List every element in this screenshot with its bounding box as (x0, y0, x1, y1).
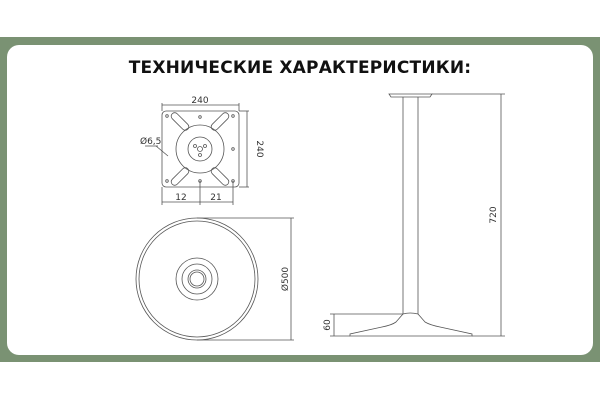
column-height-label: 720 (489, 206, 499, 223)
hole-diameter-label: Ø6,5 (140, 136, 161, 147)
mounting-plate-view (145, 103, 249, 205)
page-title: ТЕХНИЧЕСКИЕ ХАРАКТЕРИСТИКИ: (128, 58, 472, 78)
base-diameter-label: Ø500 (280, 267, 291, 292)
spec-card (7, 45, 593, 355)
offset-right-label: 21 (210, 193, 221, 203)
plate-height-label: 240 (254, 140, 264, 157)
plate-width-label: 240 (191, 96, 208, 106)
column-side-view (330, 93, 505, 337)
offset-left-label: 12 (175, 193, 186, 203)
base-top-view (135, 217, 294, 341)
base-height-label: 60 (323, 319, 333, 331)
